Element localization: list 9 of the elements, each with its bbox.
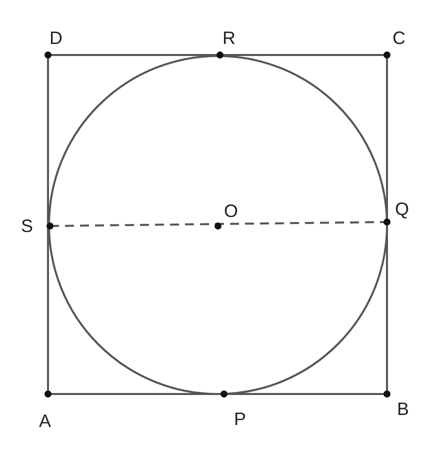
- point-label: Q: [395, 200, 409, 218]
- point-label: B: [397, 400, 409, 418]
- point-label: R: [222, 29, 236, 47]
- point-label: A: [39, 412, 51, 430]
- point-label: C: [392, 29, 406, 47]
- point-label: O: [224, 202, 238, 220]
- point-label: P: [234, 410, 246, 428]
- point-label: S: [21, 217, 33, 235]
- point-label: D: [50, 29, 62, 47]
